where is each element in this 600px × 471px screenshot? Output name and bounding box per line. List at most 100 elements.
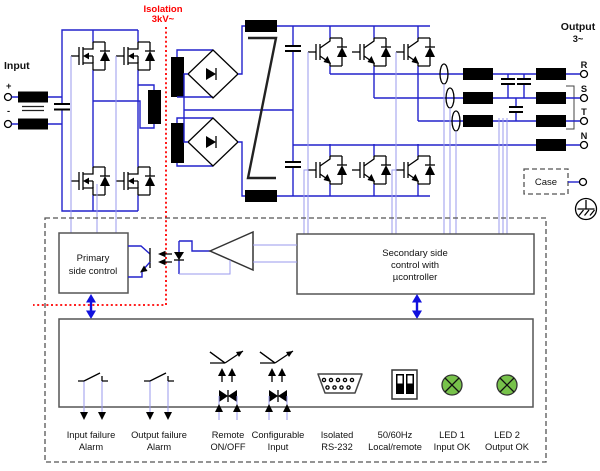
input-inductor-plus [18,91,48,103]
feedback-amplifier [179,230,297,275]
control-dashed-enclosure [44,217,547,463]
rectifier-section [176,20,294,202]
sense-lines [70,52,508,234]
secondary-control-line1: Secondary side [382,248,447,259]
label-remote-1: Remote [212,430,245,440]
output-inductor-t [536,115,566,127]
output-inductor-r [536,68,566,80]
secondary-control-line3: µcontroller [393,272,438,283]
label-led1-1: LED 1 [439,430,465,440]
terminal-n [579,140,589,150]
dc-bus-capacitors [285,45,301,168]
transformer-secondary-winding-1 [171,57,184,97]
primary-control-line1: Primary [77,253,110,264]
case-terminal [578,177,588,187]
led1-icon [441,374,463,396]
terminal-t-label: T [581,107,587,117]
label-input-failure-1: Input failure [67,430,116,440]
primary-h-bridge [61,29,156,212]
input-minus-label: - [7,106,10,116]
mosfet-bottom-right [115,166,156,196]
secondary-control-line2: control with [391,260,439,271]
igbt-bottom-3 [395,155,436,185]
case-earth: Case [523,168,598,221]
isolation-label-line2: 3kV~ [152,14,175,25]
diode-bridge-1 [187,49,239,99]
dc-plus-inductor [245,20,277,32]
label-led2-1: LED 2 [494,430,520,440]
dip-switch-icon [391,369,418,400]
input-label: Input [4,60,30,72]
label-led1-2: Input OK [434,442,471,452]
label-input-failure-2: Alarm [79,442,104,452]
bus-arrows [86,294,422,319]
filter-inductor-t [463,115,493,127]
input-dc-capacitor [54,103,70,111]
filter-inductor-s [463,92,493,104]
igbt-bottom-2 [351,155,392,185]
interface-labels: Input failure Alarm Output failure Alarm… [67,430,530,452]
transformer-z-link [246,36,278,180]
primary-control-line2: side control [69,266,118,277]
output-filter [293,63,575,151]
input-terminal-minus [3,119,13,129]
filter-capacitors [501,78,531,113]
igbt-top-3 [395,37,436,67]
amplifier-triangle [208,230,254,272]
input-section: Input + - [3,60,70,130]
relay-output-failure [144,372,174,420]
relay-input-failure [78,372,108,420]
terminal-n-label: N [581,131,588,141]
igbt-top-2 [351,37,392,67]
isolation-label-line1: Isolation [143,4,182,15]
mosfet-top-left [70,41,111,71]
transformer-secondary-winding-2 [171,123,184,163]
terminal-s [579,93,589,103]
output-inductor-s [536,92,566,104]
rs232-connector-icon [317,373,363,394]
output-label: Output [561,21,596,33]
isolation-barrier: Isolation 3kV~ [33,4,183,306]
igbt-top-1 [307,37,348,67]
terminal-t [579,116,589,126]
output-terminals: Output 3~ R S T N [561,21,596,150]
inverter-section [307,26,436,196]
input-inductor-minus [18,118,48,130]
output-phases-label: 3~ [573,34,584,44]
igbt-bottom-1 [307,155,348,185]
feedback-optocoupler [128,240,210,278]
led2-icon [496,374,518,396]
dc-minus-inductor [245,190,277,202]
input-terminal-plus [3,92,13,102]
interface-box [58,318,534,408]
terminal-s-label: S [581,84,587,94]
diode-bridge-2 [187,117,239,167]
filter-inductor-r [463,68,493,80]
label-led2-2: Output OK [485,442,530,452]
output-inductor-n [536,139,566,151]
label-output-failure-1: Output failure [131,430,187,440]
input-plus-label: + [6,81,12,91]
earth-ground-icon [574,197,598,221]
label-rs232-2: RS-232 [321,442,353,452]
terminal-r [579,69,589,79]
input-cap-horizontal [22,105,44,112]
interface-panel: Input failure Alarm Output failure Alarm… [58,318,534,452]
secondary-control-box [296,233,535,295]
label-output-failure-2: Alarm [147,442,172,452]
label-remote-2: ON/OFF [210,442,245,452]
dc-link [277,25,430,197]
label-freq-2: Local/remote [368,442,422,452]
transformer-primary-winding [148,90,161,124]
label-rs232-1: Isolated [321,430,354,440]
label-configurable-2: Input [268,442,289,452]
label-configurable-1: Configurable [252,430,305,440]
terminal-r-label: R [581,60,588,70]
mosfet-top-right [115,41,156,71]
mosfet-bottom-left [70,166,111,196]
label-freq-1: 50/60Hz [378,430,413,440]
isolation-transformer [148,57,184,163]
primary-control-box [58,232,129,294]
